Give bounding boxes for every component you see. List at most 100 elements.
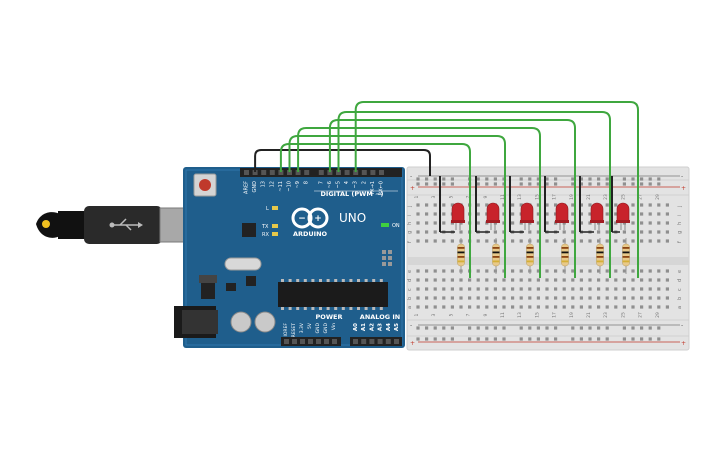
breadboard-hole[interactable] (511, 221, 515, 225)
breadboard-hole[interactable] (571, 203, 575, 207)
rail-hole[interactable] (536, 182, 540, 186)
breadboard-hole[interactable] (657, 203, 661, 207)
breadboard-hole[interactable] (597, 278, 601, 282)
breadboard-hole[interactable] (416, 287, 420, 291)
breadboard-hole[interactable] (442, 269, 446, 273)
breadboard-hole[interactable] (493, 287, 497, 291)
breadboard-hole[interactable] (528, 287, 532, 291)
breadboard-hole[interactable] (631, 287, 635, 291)
rail-hole[interactable] (493, 177, 497, 181)
breadboard-hole[interactable] (631, 296, 635, 300)
breadboard-hole[interactable] (588, 239, 592, 243)
breadboard-hole[interactable] (571, 278, 575, 282)
breadboard-hole[interactable] (511, 287, 515, 291)
breadboard-hole[interactable] (665, 287, 669, 291)
breadboard-hole[interactable] (631, 221, 635, 225)
rail-hole[interactable] (485, 326, 489, 330)
analog-pin-hole[interactable] (361, 339, 367, 344)
analog-pin-hole[interactable] (369, 339, 375, 344)
breadboard-hole[interactable] (485, 269, 489, 273)
breadboard-hole[interactable] (554, 287, 558, 291)
rail-hole[interactable] (425, 326, 429, 330)
breadboard-hole[interactable] (554, 296, 558, 300)
breadboard-hole[interactable] (614, 305, 618, 309)
breadboard-hole[interactable] (433, 278, 437, 282)
header-pin-hole[interactable] (304, 170, 310, 175)
breadboard-hole[interactable] (648, 203, 652, 207)
breadboard-hole[interactable] (605, 239, 609, 243)
breadboard-hole[interactable] (614, 287, 618, 291)
breadboard-hole[interactable] (554, 305, 558, 309)
rail-hole[interactable] (528, 337, 532, 341)
breadboard-hole[interactable] (588, 296, 592, 300)
breadboard-hole[interactable] (511, 278, 515, 282)
breadboard-hole[interactable] (493, 305, 497, 309)
breadboard-hole[interactable] (433, 203, 437, 207)
breadboard-hole[interactable] (485, 296, 489, 300)
rail-hole[interactable] (579, 177, 583, 181)
analog-pin-hole[interactable] (385, 339, 391, 344)
header-pin-hole[interactable] (353, 170, 359, 175)
breadboard-hole[interactable] (597, 230, 601, 234)
breadboard-hole[interactable] (648, 212, 652, 216)
power-pin-hole[interactable] (292, 339, 297, 344)
breadboard-hole[interactable] (597, 287, 601, 291)
breadboard-hole[interactable] (433, 230, 437, 234)
power-pin-hole[interactable] (324, 339, 329, 344)
breadboard-hole[interactable] (648, 221, 652, 225)
breadboard-hole[interactable] (648, 269, 652, 273)
breadboard-hole[interactable] (528, 278, 532, 282)
rail-hole[interactable] (597, 326, 601, 330)
breadboard-hole[interactable] (442, 239, 446, 243)
rail-hole[interactable] (433, 182, 437, 186)
breadboard-hole[interactable] (433, 239, 437, 243)
breadboard-hole[interactable] (657, 296, 661, 300)
breadboard-hole[interactable] (468, 296, 472, 300)
rail-hole[interactable] (631, 182, 635, 186)
rail-hole[interactable] (640, 177, 644, 181)
breadboard-hole[interactable] (597, 239, 601, 243)
breadboard-hole[interactable] (536, 230, 540, 234)
breadboard-hole[interactable] (614, 203, 618, 207)
rail-hole[interactable] (588, 182, 592, 186)
breadboard-hole[interactable] (450, 305, 454, 309)
header-pin-hole[interactable] (295, 170, 301, 175)
breadboard-hole[interactable] (485, 239, 489, 243)
breadboard-hole[interactable] (519, 239, 523, 243)
breadboard-hole[interactable] (519, 203, 523, 207)
breadboard-hole[interactable] (511, 212, 515, 216)
header-pin-hole[interactable] (344, 170, 350, 175)
breadboard-hole[interactable] (622, 305, 626, 309)
rail-hole[interactable] (640, 182, 644, 186)
rail-hole[interactable] (622, 182, 626, 186)
breadboard-hole[interactable] (579, 278, 583, 282)
rail-hole[interactable] (519, 177, 523, 181)
breadboard-hole[interactable] (485, 305, 489, 309)
signal-wire[interactable] (337, 111, 611, 278)
breadboard-hole[interactable] (468, 287, 472, 291)
rail-hole[interactable] (468, 337, 472, 341)
breadboard-hole[interactable] (416, 296, 420, 300)
rail-hole[interactable] (536, 326, 540, 330)
breadboard-hole[interactable] (614, 269, 618, 273)
breadboard-hole[interactable] (459, 296, 463, 300)
red-led[interactable] (555, 202, 569, 223)
breadboard-hole[interactable] (519, 287, 523, 291)
rail-hole[interactable] (536, 337, 540, 341)
power-pin-hole[interactable] (316, 339, 321, 344)
rail-hole[interactable] (450, 182, 454, 186)
rail-hole[interactable] (502, 337, 506, 341)
breadboard-hole[interactable] (476, 239, 480, 243)
rail-hole[interactable] (545, 326, 549, 330)
rail-hole[interactable] (597, 337, 601, 341)
rail-hole[interactable] (476, 337, 480, 341)
rail-hole[interactable] (579, 182, 583, 186)
header-pin-hole[interactable] (287, 170, 292, 175)
breadboard-hole[interactable] (640, 305, 644, 309)
rail-hole[interactable] (605, 337, 609, 341)
breadboard-hole[interactable] (450, 269, 454, 273)
breadboard-hole[interactable] (450, 296, 454, 300)
breadboard-hole[interactable] (545, 278, 549, 282)
signal-wire[interactable] (354, 101, 639, 278)
breadboard-hole[interactable] (468, 305, 472, 309)
